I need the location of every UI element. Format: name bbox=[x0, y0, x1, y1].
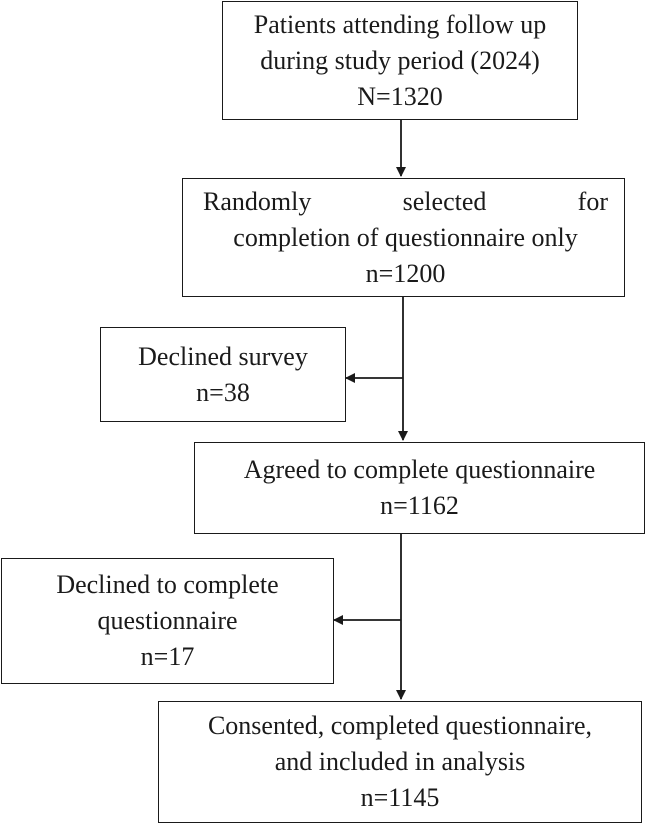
box-included-analysis: Consented, completed questionnaire, and … bbox=[158, 701, 642, 823]
selected-word3: for bbox=[577, 186, 608, 216]
box-declined-survey: Declined survey n=38 bbox=[100, 327, 346, 422]
box-patients-attending: Patients attending follow up during stud… bbox=[222, 1, 578, 120]
declined-survey-line1: Declined survey bbox=[138, 341, 308, 371]
selected-word2: selected bbox=[402, 186, 487, 216]
included-count: n=1145 bbox=[360, 783, 440, 812]
box-randomly-selected: Randomly selected for completion of ques… bbox=[182, 178, 625, 297]
included-line2: and included in analysis bbox=[274, 747, 526, 776]
selected-line2: completion of questionnaire only bbox=[233, 222, 578, 252]
box-declined-complete: Declined to complete questionnaire n=17 bbox=[1, 558, 334, 684]
selected-count: n=1200 bbox=[365, 258, 446, 288]
declined-survey-count: n=38 bbox=[196, 377, 250, 407]
box-agreed-complete: Agreed to complete questionnaire n=1162 bbox=[194, 442, 645, 534]
patients-count: N=1320 bbox=[357, 81, 443, 111]
agreed-count: n=1162 bbox=[380, 491, 459, 520]
selected-word1: Randomly bbox=[203, 186, 312, 216]
patients-line1: Patients attending follow up bbox=[253, 9, 547, 39]
patients-line2: during study period (2024) bbox=[260, 45, 540, 75]
agreed-line1: Agreed to complete questionnaire bbox=[243, 455, 596, 484]
declined-complete-line1: Declined to complete bbox=[56, 570, 279, 599]
declined-complete-count: n=17 bbox=[140, 642, 195, 671]
included-line1: Consented, completed questionnaire, bbox=[207, 711, 593, 740]
selected-line1: Randomly selected for bbox=[203, 184, 608, 220]
declined-complete-line2: questionnaire bbox=[97, 606, 238, 635]
